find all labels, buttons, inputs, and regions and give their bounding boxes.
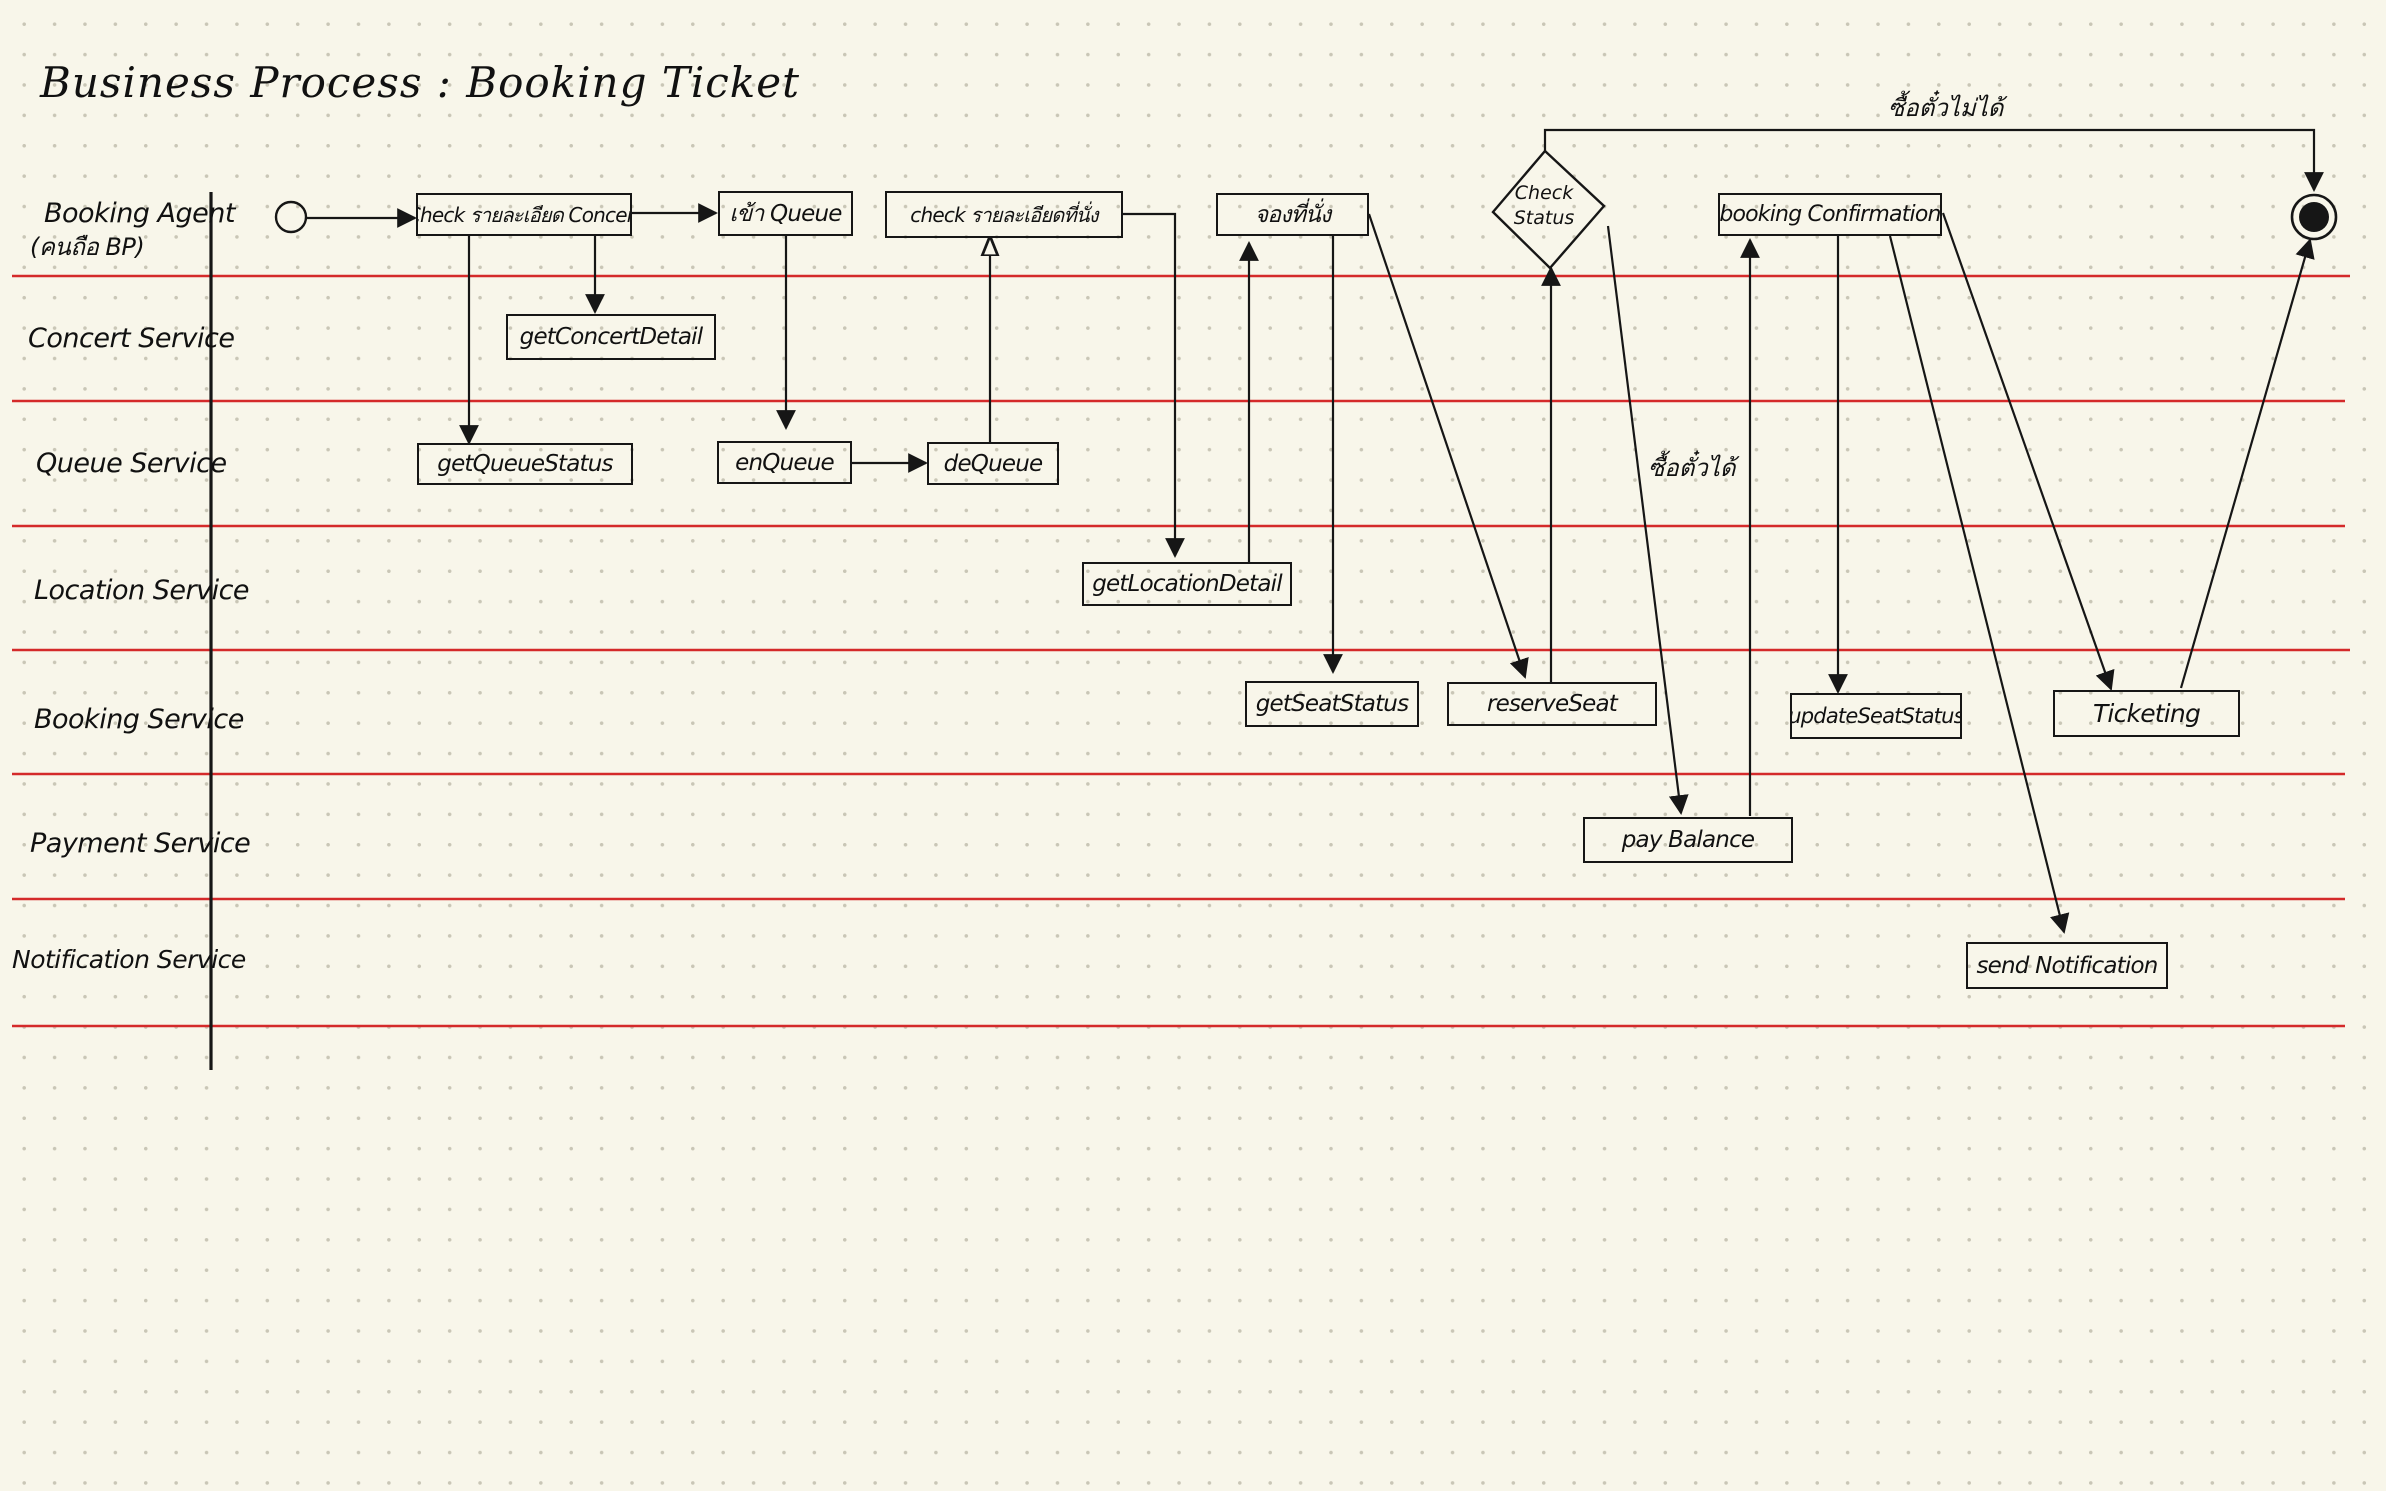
check-seat-node: check รายละเอียดที่นั่ง [885,191,1123,238]
join-queue-node: เข้า Queue [718,191,853,236]
reserve-seat-node: reserveSeat [1447,682,1657,726]
lane-label-concert-service: Concert Service [28,323,235,354]
lane-separators [12,274,2350,1028]
lane-label-location-service: Location Service [34,575,250,606]
diagram-title: Business Process : Booking Ticket [40,58,800,107]
edge-reserve-reserve-seat [1367,213,1529,679]
update-seat-status-node: updateSeatStatus [1790,693,1962,739]
send-notification-node: send Notification [1966,942,2168,989]
start-node [274,200,308,234]
edge-check-status-pay-balance [1606,225,1689,815]
lane-label-queue-service: Queue Service [36,448,227,479]
edge-check-seat-get-location-detail [1122,212,1185,558]
booking-confirmation-node: booking Confirmation [1718,193,1942,236]
get-location-detail-node: getLocationDetail [1082,562,1292,606]
ticketing-node: Ticketing [2053,690,2240,737]
edge-check-status-end [1543,128,2324,192]
lane-label-booking-agent: Booking Agent (คนถือ BP) [30,198,235,266]
edge-booking-confirmation-ticketing [1941,212,2115,691]
lane-label-notification-service: Notification Service [12,945,246,974]
lane-label-payment-service: Payment Service [30,828,251,859]
enqueue-node: enQueue [717,441,852,484]
lane-label-sub: (คนถือ BP) [30,233,145,261]
get-queue-status-node: getQueueStatus [417,443,633,485]
end-node-inner [2299,202,2329,232]
pay-balance-node: pay Balance [1583,817,1793,863]
note-reserve-ok: ซื้อตั๋วได้ [1648,454,1736,482]
get-concert-detail-node: getConcertDetail [506,314,716,360]
lane-label-booking-service: Booking Service [34,704,244,735]
check-status-label: Check Status [1513,182,1575,229]
dequeue-node: deQueue [927,442,1059,485]
edge-ticketing-end [2179,238,2315,689]
check-concert-node: Check รายละเอียด Concert [416,193,632,236]
get-seat-status-node: getSeatStatus [1245,681,1419,727]
edge-booking-confirmation-send-notification [1888,235,2070,934]
reserve-node: จองที่นั่ง [1216,193,1369,236]
lane-label-text: Booking Agent [44,198,235,229]
note-reserve-fail: ซื้อตั๋วไม่ได้ [1888,94,2004,122]
